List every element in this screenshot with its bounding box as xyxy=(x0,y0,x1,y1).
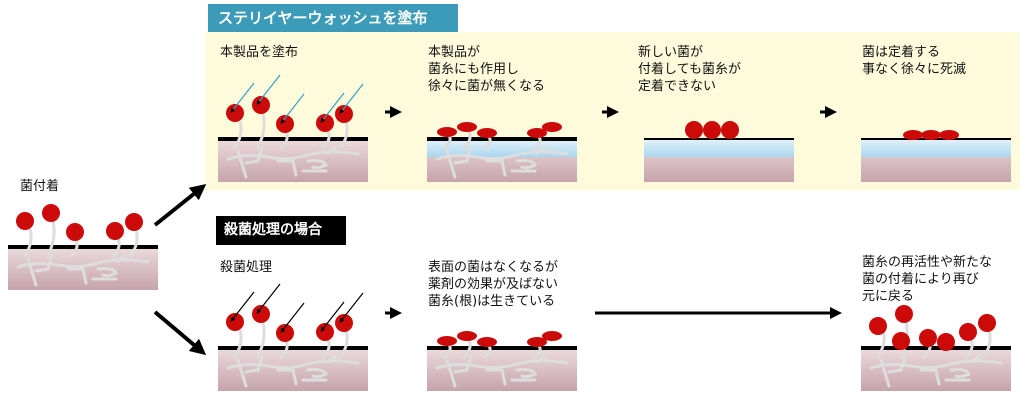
hypha-stalk xyxy=(45,220,56,258)
hypha-stalk xyxy=(532,136,542,151)
dead-spore xyxy=(437,127,457,137)
hyphae xyxy=(226,145,360,179)
sterilize-arrow xyxy=(339,292,364,323)
step-label: 本製品が 菌糸にも作用し 徐々に菌が無くなる xyxy=(428,45,546,94)
hyphae xyxy=(435,145,569,179)
sterilize-arrow xyxy=(256,283,281,314)
spore xyxy=(919,329,937,347)
spore xyxy=(892,332,910,350)
hypha-stalk xyxy=(22,228,33,258)
step-label: 菌糸の再活性や新たな 菌の付着により再び 元に戻る xyxy=(862,255,993,304)
dead-spore xyxy=(542,122,562,132)
dead-spore xyxy=(527,128,547,138)
sterilyer-section-title: ステリイヤーウォッシュを塗布 xyxy=(208,4,458,32)
step-label: 本製品を塗布 xyxy=(220,45,299,60)
spore xyxy=(869,317,887,335)
dead-spore xyxy=(527,337,547,347)
hypha-stalk xyxy=(482,136,492,151)
spore xyxy=(685,121,703,139)
spore xyxy=(895,305,913,323)
hyphae xyxy=(869,354,1003,388)
hypha-stalk xyxy=(338,329,349,359)
hyphae xyxy=(226,354,360,388)
sterilize-arrow xyxy=(280,302,305,333)
surface-panel xyxy=(427,122,577,182)
hypha-stalk xyxy=(320,339,331,360)
spray-arrow xyxy=(280,93,305,124)
hyphae xyxy=(435,354,569,388)
spore xyxy=(226,104,244,122)
spore xyxy=(703,121,721,139)
hypha-stalk xyxy=(278,340,289,360)
hypha-stalk xyxy=(482,345,492,360)
spore xyxy=(252,96,270,114)
spore xyxy=(335,105,353,123)
spore xyxy=(316,114,334,132)
spore xyxy=(335,314,353,332)
spore xyxy=(66,223,84,241)
hypha-stalk xyxy=(981,329,992,359)
spore xyxy=(937,333,955,351)
dead-spore xyxy=(477,128,497,138)
surface-panel xyxy=(218,74,368,182)
hypha-stalk xyxy=(461,130,472,151)
spore xyxy=(959,323,977,341)
step-label: 新しい菌が 付着しても菌糸が 定着できない xyxy=(638,45,741,94)
hypha-stalk xyxy=(68,239,79,259)
dead-spore xyxy=(457,331,477,341)
hypha-stalk xyxy=(963,339,974,360)
hypha-stalk xyxy=(255,112,266,150)
hyphae xyxy=(16,253,150,287)
dead-spore xyxy=(437,336,457,346)
spore xyxy=(978,314,996,332)
hypha-stalk xyxy=(278,131,289,151)
diagonal-arrow-down xyxy=(153,310,207,356)
surface-panel xyxy=(427,331,577,391)
spore xyxy=(276,324,294,342)
hypha-stalk xyxy=(110,238,121,259)
hypha-stalk xyxy=(338,120,349,150)
step-label: 殺菌処理 xyxy=(220,260,273,275)
surface-panel xyxy=(644,121,794,182)
dead-spore xyxy=(457,122,477,132)
hypha-stalk xyxy=(532,345,542,360)
hypha-stalk xyxy=(320,130,331,151)
dead-spore xyxy=(542,331,562,341)
diagonal-arrow-up xyxy=(153,184,207,227)
hypha-stalk xyxy=(232,329,243,359)
dead-spore xyxy=(903,130,923,140)
surface-panel xyxy=(861,305,1011,391)
spore xyxy=(125,213,143,231)
spore xyxy=(106,222,124,240)
sterilization-section-title: 殺菌処理の場合 xyxy=(216,216,346,245)
dead-spore xyxy=(921,130,941,140)
spore xyxy=(721,121,739,139)
sterilize-arrow xyxy=(230,291,255,322)
spore xyxy=(316,323,334,341)
spray-arrow xyxy=(256,74,281,105)
sterilize-arrow xyxy=(320,301,345,332)
spore xyxy=(16,212,34,230)
step-label: 菌は定着する 事なく徐々に死滅 xyxy=(862,45,967,77)
step-label: 表面の菌はなくなるが 薬剤の効果が及ばない 菌糸(根)は生きている xyxy=(428,260,559,309)
initial-label: 菌付着 xyxy=(20,179,60,194)
spore xyxy=(226,313,244,331)
hypha-stalk xyxy=(232,120,243,150)
spore xyxy=(42,204,60,222)
spray-arrow xyxy=(339,83,364,114)
hypha-stalk xyxy=(255,321,266,359)
spore xyxy=(252,305,270,323)
hypha-stalk xyxy=(128,228,139,258)
hypha-stalk xyxy=(461,339,472,360)
dead-spore xyxy=(477,337,497,347)
spray-arrow xyxy=(320,92,345,123)
spray-arrow xyxy=(230,82,255,113)
spore xyxy=(276,115,294,133)
surface-panel xyxy=(861,130,1011,182)
dead-spore xyxy=(939,130,959,140)
surface-panel xyxy=(8,204,158,290)
surface-panel xyxy=(218,283,368,391)
